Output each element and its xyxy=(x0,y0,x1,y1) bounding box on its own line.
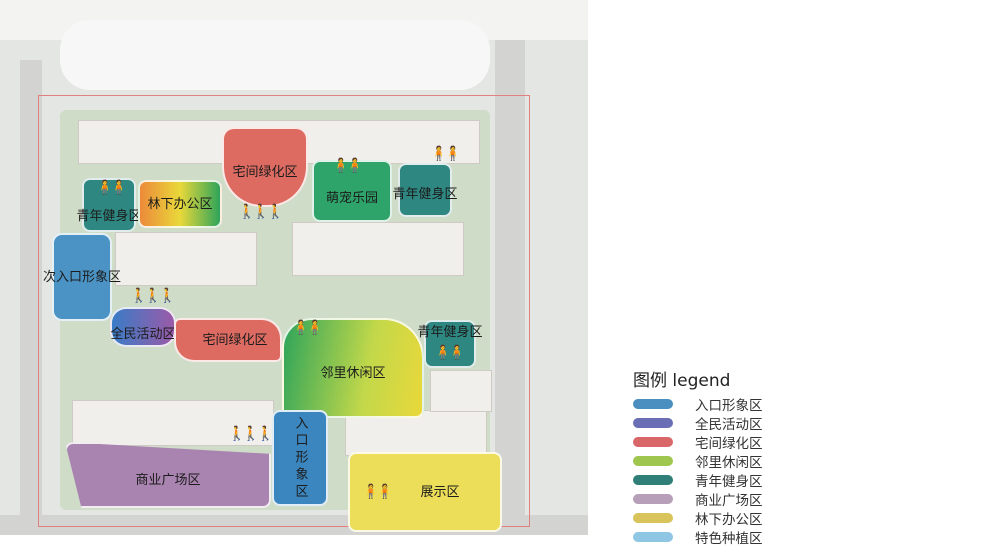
zone-label: 青年健身区 xyxy=(392,186,458,202)
legend-item: 特色种植区 xyxy=(633,527,763,547)
people-icon: 🧍🧍 xyxy=(362,484,394,500)
plaza-north xyxy=(60,20,490,90)
legend-label: 入口形象区 xyxy=(695,397,763,414)
zone-label: 商业广场区 xyxy=(135,472,201,488)
zone-youth-fitness-e[interactable]: 青年健身区 xyxy=(418,320,483,368)
zone-label: 入口形象区 xyxy=(292,415,308,501)
legend-item: 全民活动区 xyxy=(633,413,763,433)
legend-title: 图例 legend xyxy=(633,371,731,391)
legend-label: 全民活动区 xyxy=(695,416,763,433)
legend-swatch xyxy=(633,512,673,523)
zone-neighborhood-leisure[interactable]: 邻里休闲区 xyxy=(282,318,424,418)
building xyxy=(430,370,492,412)
building xyxy=(115,232,257,286)
road-east xyxy=(495,40,525,535)
legend-label: 青年健身区 xyxy=(695,473,763,490)
legend-swatch xyxy=(633,417,673,428)
zone-label: 青年健身区 xyxy=(417,325,483,340)
legend-label: 林下办公区 xyxy=(695,511,763,528)
legend-item: 宅间绿化区 xyxy=(633,432,763,452)
road-west xyxy=(20,60,42,535)
zone-label: 展示区 xyxy=(420,484,460,500)
legend-label: 宅间绿化区 xyxy=(695,435,763,452)
site-boundary xyxy=(38,95,530,527)
legend-item: 林下办公区 xyxy=(633,508,763,528)
people-icon: 🧍🧍 xyxy=(292,320,324,336)
legend-swatch xyxy=(633,398,673,409)
legend: 图例 legend 入口形象区全民活动区宅间绿化区邻里休闲区青年健身区商业广场区… xyxy=(633,366,763,547)
zone-label: 萌宠乐园 xyxy=(325,190,378,206)
legend-swatch xyxy=(633,493,673,504)
legend-label: 特色种植区 xyxy=(695,530,763,547)
people-icon: 🧍🧍 xyxy=(430,146,462,162)
legend-swatch xyxy=(633,455,673,466)
zone-label: 青年健身区 xyxy=(76,209,142,224)
legend-item: 商业广场区 xyxy=(633,489,763,509)
legend-label: 邻里休闲区 xyxy=(695,454,763,471)
zone-label: 宅间绿化区 xyxy=(232,165,298,180)
people-group-icon: 🚶🚶🚶 xyxy=(130,288,176,304)
legend-label: 商业广场区 xyxy=(695,492,763,509)
zone-label: 次入口形象区 xyxy=(43,269,122,285)
zone-pet-park[interactable]: 萌宠乐园 xyxy=(312,160,392,222)
zone-youth-fitness-nw[interactable]: 青年健身区 xyxy=(77,178,142,232)
building xyxy=(292,222,464,276)
legend-swatch xyxy=(633,474,673,485)
people-group-icon: 🚶🚶🚶 xyxy=(228,426,274,442)
zone-label: 全民活动区 xyxy=(110,327,176,342)
site-plan-map: 宅间绿化区 萌宠乐园 青年健身区 青年健身区 林下办公区 次入口形象区 全民活动… xyxy=(0,0,588,535)
zone-public-activity[interactable]: 全民活动区 xyxy=(110,307,176,347)
zone-main-entrance[interactable]: 入口形象区 xyxy=(272,410,328,506)
legend-item: 青年健身区 xyxy=(633,470,763,490)
zone-label: 林下办公区 xyxy=(147,196,213,212)
building xyxy=(72,400,274,446)
legend-swatch xyxy=(633,531,673,542)
zone-courtyard-green-south[interactable]: 宅间绿化区 xyxy=(174,318,282,362)
people-icon: 🧍🧍 xyxy=(434,345,466,361)
zone-secondary-entrance[interactable]: 次入口形象区 xyxy=(43,233,121,321)
zone-label: 宅间绿化区 xyxy=(202,332,268,348)
legend-item: 邻里休闲区 xyxy=(633,451,763,471)
zone-courtyard-green-north[interactable]: 宅间绿化区 xyxy=(222,127,308,207)
zone-youth-fitness-ne[interactable]: 青年健身区 xyxy=(393,163,458,217)
legend-swatch xyxy=(633,436,673,447)
people-icon: 🧍🧍 xyxy=(96,180,128,196)
zone-label: 邻里休闲区 xyxy=(320,365,386,381)
legend-item: 入口形象区 xyxy=(633,394,763,414)
zone-forest-office[interactable]: 林下办公区 xyxy=(138,180,222,228)
zone-showcase[interactable]: 展示区 xyxy=(348,452,502,532)
people-icon: 🧍🧍 xyxy=(332,158,364,174)
people-group-icon: 🚶🚶🚶 xyxy=(238,204,284,220)
